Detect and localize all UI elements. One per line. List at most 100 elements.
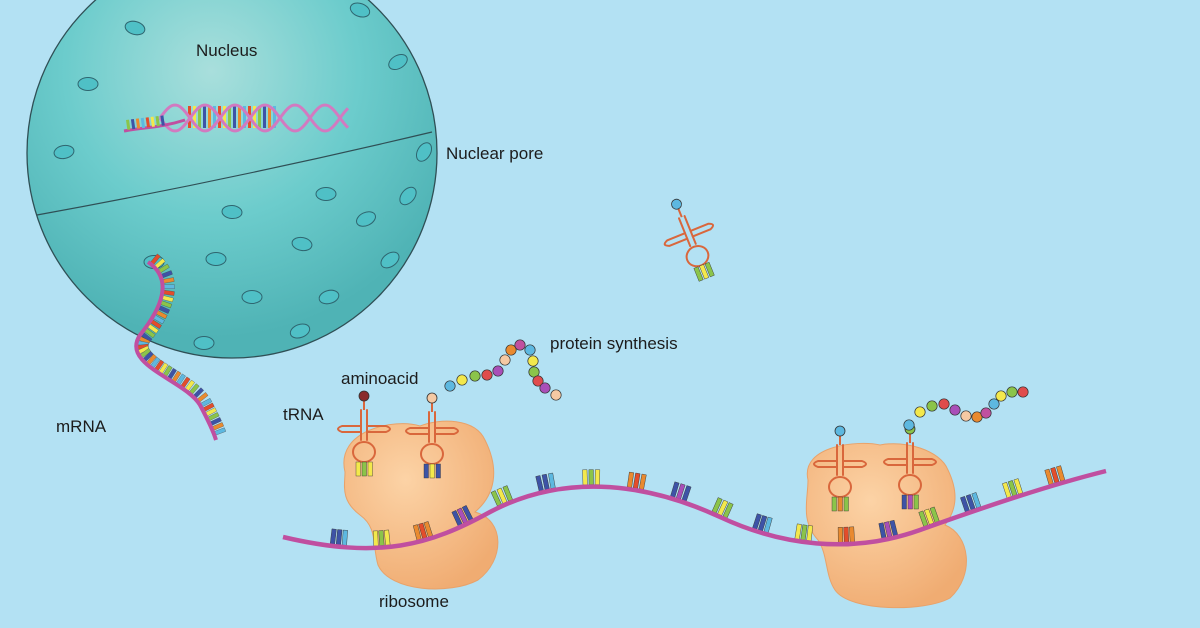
nuclear-pore	[388, 53, 408, 71]
nuclear-pore	[205, 252, 227, 266]
mrna-codon-base	[800, 524, 808, 541]
mrna-codon-base	[341, 529, 348, 546]
trna-arm	[813, 460, 838, 468]
amino-acid	[834, 425, 846, 437]
trna-anticodon-base	[907, 494, 913, 510]
label-trna: tRNA	[283, 405, 324, 424]
amino-acid-chain-right	[938, 398, 950, 410]
trna-arm	[337, 425, 362, 433]
amino-acid-chain-left	[550, 389, 562, 401]
trna-arm	[366, 425, 391, 433]
mrna-codon-base	[588, 469, 594, 485]
trna-arm	[912, 458, 937, 466]
mrna-codon-base	[626, 471, 635, 488]
trna-anticodon-base	[367, 461, 373, 477]
rna-transcript-base	[160, 115, 165, 126]
rna-transcript-base	[145, 117, 151, 128]
trna-arm	[842, 460, 867, 468]
amino-acid-chain-left	[456, 374, 468, 386]
amino-acid-chain-left	[505, 344, 517, 356]
nucleus	[26, 0, 438, 359]
amino-acid-chain-left	[444, 380, 456, 392]
trna	[663, 198, 715, 282]
nuclear-pore	[77, 77, 99, 91]
trna-anticodon-base	[913, 494, 919, 510]
trna-anticodon-base	[361, 461, 367, 477]
mrna-strand	[282, 468, 1107, 551]
dna-strand	[158, 103, 350, 133]
mrna-codon-base	[582, 469, 588, 486]
dna-base-pair	[253, 106, 256, 128]
amino-acid	[671, 198, 682, 210]
mrna-codon-base	[594, 469, 601, 485]
trna-anticodon-base	[704, 261, 715, 278]
rna-transcript-base	[126, 119, 131, 130]
label-aminoacid: aminoacid	[341, 369, 419, 388]
mrna-codon-base	[632, 472, 641, 489]
ribosome-body-left	[343, 420, 499, 590]
amino-acid	[426, 392, 438, 404]
trna	[813, 425, 867, 512]
mrna-exiting-strand	[134, 253, 227, 441]
mrna-codon-base	[378, 530, 385, 546]
trna-arm	[434, 427, 459, 435]
amino-acid-chain-left	[532, 375, 544, 387]
trna-anticodon-base	[843, 496, 849, 512]
nuclear-pore	[193, 336, 215, 350]
trna-anticodon-base	[423, 463, 429, 479]
amino-acid-chain-right	[1006, 386, 1018, 398]
amino-acid-chain-left	[527, 355, 539, 367]
trna	[337, 390, 391, 477]
amino-acid-chain-right	[960, 410, 972, 422]
nuclear-pore	[380, 251, 400, 269]
label-protein-synthesis: protein synthesis	[550, 334, 678, 353]
nuclear-pore	[349, 2, 371, 18]
mrna-codon-base	[794, 523, 802, 540]
trna	[405, 392, 459, 479]
amino-acid-chain-right	[988, 398, 1000, 410]
trna-arm	[689, 222, 715, 238]
mrna-codon-base	[372, 530, 379, 547]
trna-arm	[405, 427, 430, 435]
nuclear-pore	[318, 289, 340, 305]
nuclear-pore	[315, 187, 337, 201]
dna-base-pair	[238, 106, 241, 128]
dna-base-pair	[208, 106, 211, 128]
dna-strand	[158, 103, 350, 133]
amino-acid-chain-right	[980, 407, 992, 419]
nuclear-pores	[53, 2, 433, 350]
trna-anticodon-base	[901, 494, 907, 510]
label-mrna: mRNA	[56, 417, 107, 436]
nuclear-pore	[241, 290, 263, 304]
dna-base-pair	[198, 106, 201, 128]
amino-acid-chain-right	[995, 390, 1007, 402]
trna-arm	[883, 458, 908, 466]
amino-acid-chain-left	[481, 369, 493, 381]
mrna-codon-base	[843, 526, 849, 543]
dna-double-helix	[123, 103, 350, 133]
amino-acid-chain-left	[514, 339, 526, 351]
mrna-codon-base	[806, 525, 814, 542]
trna-anticodon-base	[837, 496, 843, 512]
label-ribosome: ribosome	[379, 592, 449, 611]
rna-transcript-base	[140, 117, 146, 129]
trna-anticodon-base	[355, 461, 361, 477]
nuclear-pore	[399, 186, 417, 206]
dna-base-pair	[228, 106, 231, 128]
mrna-exit-strand	[134, 260, 218, 441]
nuclear-pore	[415, 142, 433, 162]
nucleus-sphere	[26, 0, 438, 359]
trna-anticodon-base	[699, 264, 710, 280]
amino-acid-chain-right	[949, 404, 961, 416]
rna-transcript	[123, 118, 186, 133]
mrna-translation-strand	[282, 465, 1107, 551]
label-nucleus: Nucleus	[196, 41, 257, 60]
amino-acid-chain-left	[524, 344, 536, 356]
dna-base-pair	[233, 106, 236, 128]
amino-acid-chain-right	[903, 419, 915, 431]
dna-base-pair	[223, 106, 226, 128]
mrna-codon-base	[837, 527, 843, 543]
trna-acceptor	[677, 207, 683, 218]
dna-base-pair	[243, 106, 246, 128]
